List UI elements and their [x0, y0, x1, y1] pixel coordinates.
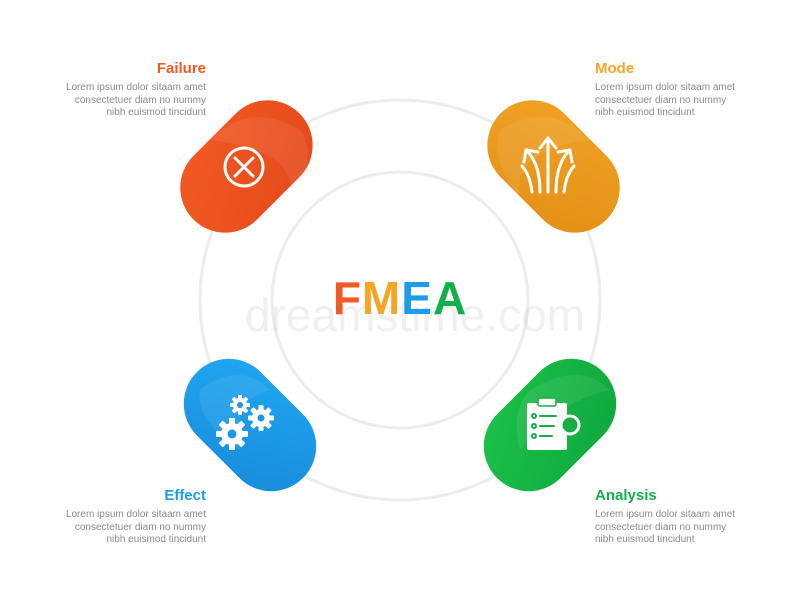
failure-title: Failure	[156, 60, 206, 77]
failure-body-line: Lorem ipsum dolor sitaam amet	[65, 82, 206, 93]
center-title: FMEA	[250, 270, 550, 326]
analysis-blob	[483, 358, 617, 492]
clipboard-magnifier-icon	[527, 397, 581, 450]
mode-text-block: Mode Lorem ipsum dolor sitaam amet conse…	[595, 60, 795, 120]
effect-title: Effect	[164, 487, 206, 504]
mode-blob	[487, 100, 620, 233]
analysis-text-block: Analysis Lorem ipsum dolor sitaam amet c…	[595, 487, 795, 547]
failure-text-block: Failure Lorem ipsum dolor sitaam amet co…	[6, 60, 206, 120]
effect-text-block: Effect Lorem ipsum dolor sitaam amet con…	[6, 487, 206, 547]
failure-body-line: consectetuer diam no nummy	[74, 94, 206, 106]
close-x-icon	[223, 146, 265, 188]
failure-blob	[180, 100, 313, 233]
effect-body-line: consectetuer diam no nummy	[74, 521, 206, 533]
effect-blob	[183, 358, 317, 492]
mode-body-line: Lorem ipsum dolor sitaam amet	[595, 82, 736, 93]
mode-body: Lorem ipsum dolor sitaam amet consectetu…	[595, 82, 795, 120]
analysis-body: Lorem ipsum dolor sitaam amet consectetu…	[595, 509, 795, 547]
analysis-title: Analysis	[595, 487, 657, 504]
analysis-body-line: Lorem ipsum dolor sitaam amet	[595, 509, 736, 520]
effect-body-line: Lorem ipsum dolor sitaam amet	[65, 509, 206, 520]
mode-body-line: consectetuer diam no nummy	[595, 94, 727, 106]
center-letter-f: F	[332, 272, 362, 324]
failure-body-line: nibh euismod tincidunt	[106, 107, 206, 118]
analysis-body-line: nibh euismod tincidunt	[595, 534, 695, 545]
analysis-body-line: consectetuer diam no nummy	[595, 521, 727, 533]
failure-body: Lorem ipsum dolor sitaam amet consectetu…	[6, 82, 206, 120]
effect-body-line: nibh euismod tincidunt	[106, 534, 206, 545]
center-letter-e: E	[401, 272, 433, 324]
outer-ring	[198, 98, 602, 502]
mode-title: Mode	[595, 60, 635, 77]
gears-icon	[216, 395, 274, 450]
effect-body: Lorem ipsum dolor sitaam amet consectetu…	[6, 509, 206, 547]
inner-ring	[270, 170, 530, 430]
center-letter-m: M	[361, 272, 402, 324]
mode-body-line: nibh euismod tincidunt	[595, 107, 695, 118]
split-arrows-icon	[520, 136, 576, 194]
center-letter-a: A	[432, 272, 468, 324]
